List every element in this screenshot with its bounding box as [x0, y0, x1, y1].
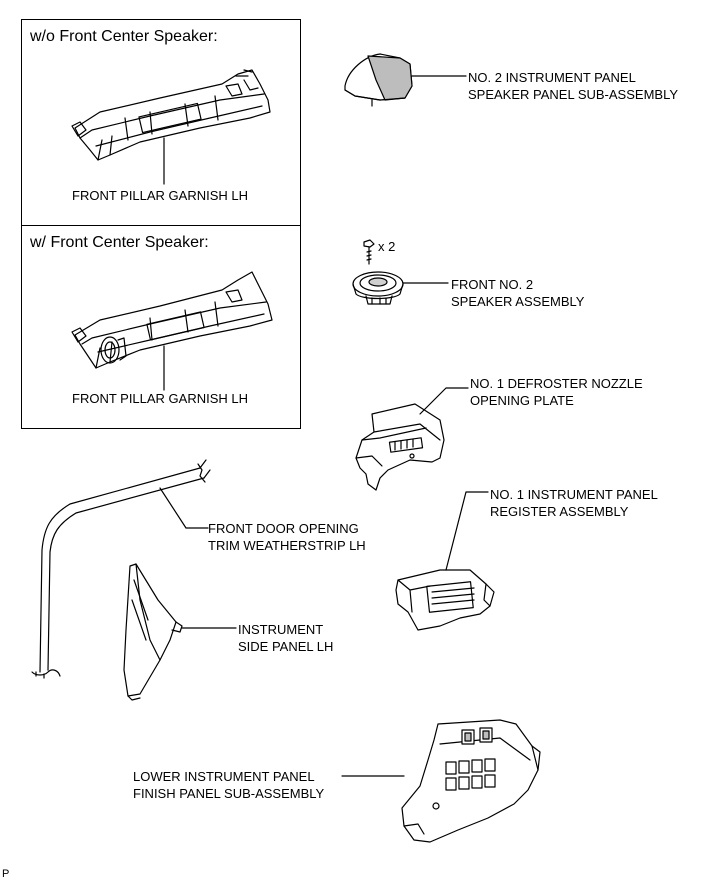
speaker-panel-label: NO. 2 INSTRUMENT PANEL SPEAKER PANEL SUB…	[468, 69, 678, 103]
speaker-assembly-label: FRONT NO. 2 SPEAKER ASSEMBLY	[451, 276, 584, 310]
weatherstrip-label-line2: TRIM WEATHERSTRIP LH	[208, 538, 366, 553]
register-assembly-label-line1: NO. 1 INSTRUMENT PANEL	[490, 487, 658, 502]
figure-code: P	[2, 868, 10, 880]
register-assembly-label-line2: REGISTER ASSEMBLY	[490, 504, 629, 519]
weatherstrip-label: FRONT DOOR OPENING TRIM WEATHERSTRIP LH	[208, 520, 366, 554]
side-panel-label-line2: SIDE PANEL LH	[238, 639, 334, 654]
front-pillar-garnish-illustration-2	[72, 272, 272, 368]
speaker-panel-illustration	[345, 54, 412, 106]
lower-panel-label-line1: LOWER INSTRUMENT PANEL	[133, 769, 315, 784]
lower-panel-illustration	[402, 720, 540, 842]
defroster-plate-label: NO. 1 DEFROSTER NOZZLE OPENING PLATE	[470, 375, 643, 409]
variant-box-without-center-speaker: w/o Front Center Speaker: FRONT PILLAR G…	[21, 19, 301, 227]
leader-line-register	[446, 492, 488, 570]
register-illustration	[396, 570, 494, 630]
defroster-plate-label-line2: OPENING PLATE	[470, 393, 574, 408]
weatherstrip-illustration	[32, 460, 210, 678]
front-pillar-garnish-label-1: FRONT PILLAR GARNISH LH	[72, 188, 249, 203]
front-pillar-garnish-label-2: FRONT PILLAR GARNISH LH	[72, 391, 249, 406]
speaker-panel-label-line2: SPEAKER PANEL SUB-ASSEMBLY	[468, 87, 678, 102]
bolt-quantity-label: x 2	[378, 239, 396, 254]
leader-line-weatherstrip	[160, 488, 208, 528]
side-panel-label-line1: INSTRUMENT	[238, 622, 324, 637]
weatherstrip-label-line1: FRONT DOOR OPENING	[208, 521, 359, 536]
lower-panel-label-line2: FINISH PANEL SUB-ASSEMBLY	[133, 786, 325, 801]
front-pillar-garnish-illustration-1	[72, 70, 270, 160]
defroster-plate-label-line1: NO. 1 DEFROSTER NOZZLE	[470, 376, 643, 391]
variant-box-with-center-speaker: w/ Front Center Speaker: FRONT PILLAR GA…	[21, 225, 301, 429]
variant-title-without: w/o Front Center Speaker:	[30, 28, 218, 45]
lower-panel-label: LOWER INSTRUMENT PANEL FINISH PANEL SUB-…	[133, 768, 324, 802]
speaker-panel-label-line1: NO. 2 INSTRUMENT PANEL	[468, 70, 636, 85]
bolt-icon	[364, 240, 374, 264]
variant-title-with: w/ Front Center Speaker:	[30, 234, 209, 251]
speaker-assembly-illustration	[353, 272, 403, 304]
side-panel-label: INSTRUMENT SIDE PANEL LH	[238, 621, 333, 655]
defroster-plate-illustration	[356, 404, 444, 490]
register-assembly-label: NO. 1 INSTRUMENT PANEL REGISTER ASSEMBLY	[490, 486, 658, 520]
leader-line-defroster	[420, 388, 468, 414]
side-panel-illustration	[124, 564, 182, 700]
speaker-assembly-label-line2: SPEAKER ASSEMBLY	[451, 294, 585, 309]
speaker-assembly-label-line1: FRONT NO. 2	[451, 277, 534, 292]
